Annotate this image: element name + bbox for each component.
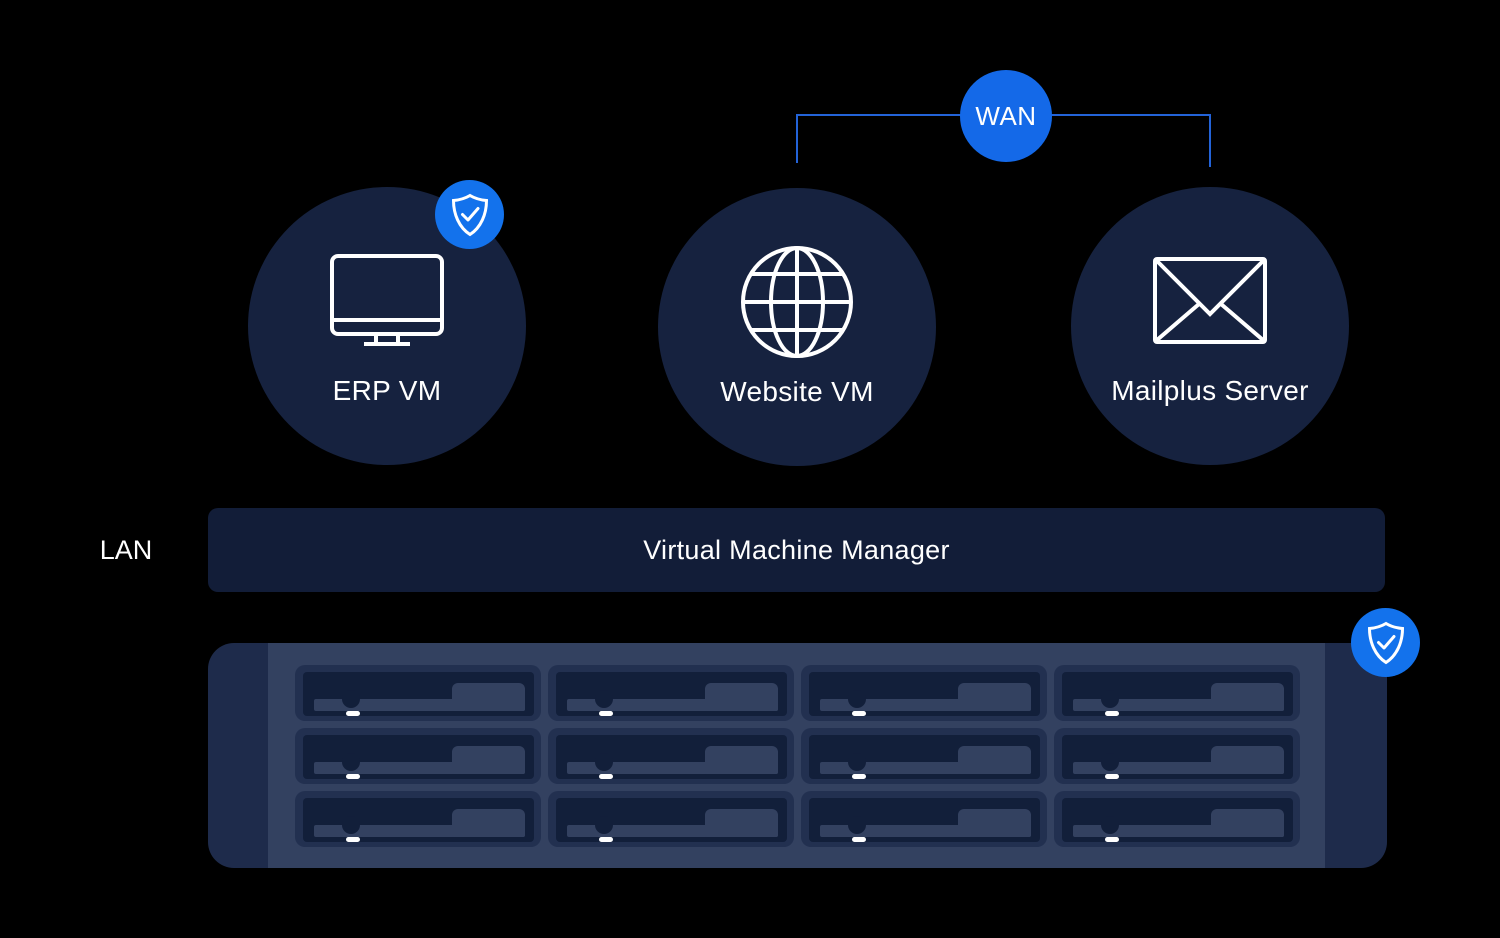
drive-bay (295, 791, 541, 847)
drive-status-led (346, 837, 360, 842)
drive-status-led (1105, 774, 1119, 779)
drive-tray-latch (452, 746, 525, 774)
drive-tray-notch (595, 690, 613, 708)
drive-tray-notch (1101, 690, 1119, 708)
shield-check-icon (1366, 621, 1406, 665)
drive-tray-notch (1101, 816, 1119, 834)
nas-chassis (208, 643, 1387, 868)
drive-bay (801, 791, 1047, 847)
nas-protection-badge (1351, 608, 1420, 677)
drive-tray-notch (848, 816, 866, 834)
drive-tray-notch (848, 753, 866, 771)
drive-status-led (1105, 711, 1119, 716)
drive-bay (1054, 728, 1300, 784)
drive-status-led (599, 711, 613, 716)
drive-bay (295, 665, 541, 721)
drive-tray-notch (342, 690, 360, 708)
node-label: Mailplus Server (1111, 375, 1309, 406)
wan-node: WAN (960, 70, 1052, 162)
drive-status-led (852, 837, 866, 842)
drive-tray-latch (958, 809, 1031, 837)
globe-icon (739, 246, 855, 358)
drive-bay-grid (295, 665, 1300, 847)
drive-tray-latch (705, 683, 778, 711)
drive-bay (295, 728, 541, 784)
lan-label: LAN (70, 508, 182, 592)
drive-tray-latch (958, 746, 1031, 774)
erp-protection-badge (435, 180, 504, 249)
drive-status-led (599, 837, 613, 842)
drive-tray-latch (705, 809, 778, 837)
envelope-icon (1153, 245, 1267, 357)
drive-tray-notch (848, 690, 866, 708)
drive-tray-notch (595, 753, 613, 771)
drive-tray-latch (1211, 683, 1284, 711)
drive-tray-notch (342, 816, 360, 834)
drive-status-led (852, 711, 866, 716)
drive-bay (1054, 665, 1300, 721)
drive-tray-notch (1101, 753, 1119, 771)
drive-status-led (346, 711, 360, 716)
wan-connector-right-drop (1209, 114, 1211, 167)
drive-tray-latch (452, 683, 525, 711)
node-mailplus-server: Mailplus Server (1071, 187, 1349, 465)
drive-status-led (852, 774, 866, 779)
drive-tray-notch (595, 816, 613, 834)
drive-tray-notch (342, 753, 360, 771)
drive-tray-latch (452, 809, 525, 837)
drive-status-led (346, 774, 360, 779)
virtual-machine-manager-bar: Virtual Machine Manager (208, 508, 1385, 592)
drive-bay (801, 728, 1047, 784)
node-label: Website VM (720, 376, 874, 407)
drive-tray-latch (1211, 809, 1284, 837)
node-website-vm: Website VM (658, 188, 936, 466)
monitor-icon (330, 245, 444, 357)
wan-label: WAN (975, 100, 1037, 131)
lan-label-text: LAN (99, 534, 153, 565)
drive-tray-latch (958, 683, 1031, 711)
drive-status-led (599, 774, 613, 779)
drive-bay (1054, 791, 1300, 847)
drive-tray-latch (1211, 746, 1284, 774)
wan-connector-left-drop (796, 114, 798, 163)
drive-status-led (1105, 837, 1119, 842)
drive-tray-latch (705, 746, 778, 774)
vmm-label: Virtual Machine Manager (643, 534, 950, 565)
drive-bay (548, 791, 794, 847)
drive-bay (548, 665, 794, 721)
drive-bay (801, 665, 1047, 721)
drive-bay (548, 728, 794, 784)
shield-check-icon (450, 193, 490, 237)
node-label: ERP VM (332, 375, 442, 406)
